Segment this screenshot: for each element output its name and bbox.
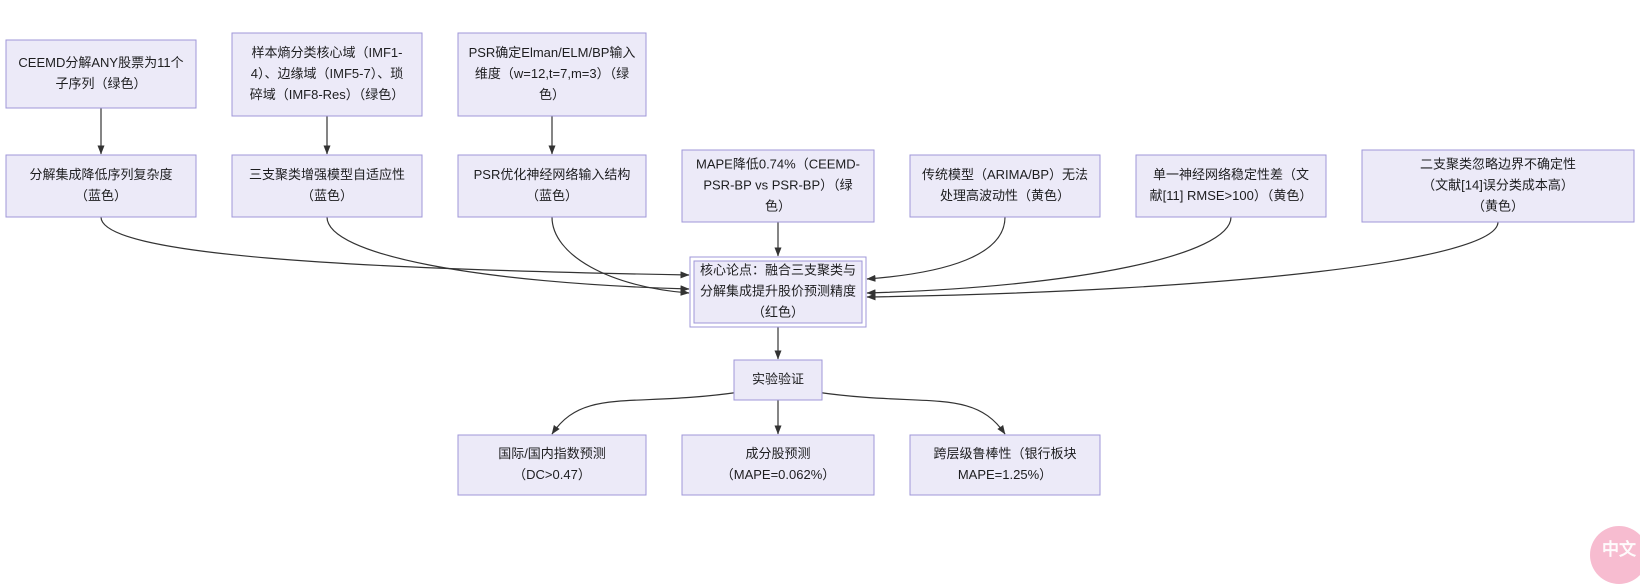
core-node-box[interactable] (693, 260, 863, 324)
flow-node[interactable]: 样本熵分类核心域（IMF1- 4）、边缘域（IMF5-7）、琐碎域（IMF8-Re… (231, 32, 423, 117)
flow-node[interactable]: 分解集成降低序列复杂度 （蓝色） (5, 154, 197, 218)
e-decomp-core (100, 216, 690, 279)
node-label-line: PSR-BP vs PSR-BP）（绿 (703, 177, 852, 192)
flow-node[interactable]: 单一神经网络稳定性差（文献[11] RMSE>100）（黄色） (1135, 154, 1327, 218)
node-label-line: 分解集成提升股价预测精度 (700, 283, 856, 298)
node-box[interactable] (231, 154, 423, 218)
node-label-line: 分解集成降低序列复杂度 (29, 167, 172, 182)
flow-node[interactable]: 实验验证 (733, 359, 823, 401)
node-label-line: 实验验证 (752, 371, 804, 386)
node-box[interactable] (681, 149, 875, 223)
node-label-line: 献[11] RMSE>100）（黄色） (1150, 188, 1313, 203)
node-box[interactable] (909, 154, 1101, 218)
node-label-line: （蓝色） (301, 188, 353, 203)
node-label-line: （红色） (752, 304, 804, 319)
node-label-line: 二支聚类忽略边界不确定性 (1420, 156, 1576, 171)
node-box[interactable] (457, 32, 647, 117)
node-box[interactable] (231, 32, 423, 117)
node-label-line: 色） (539, 87, 565, 102)
e-twoway-core (866, 221, 1499, 301)
node-box[interactable] (1361, 149, 1635, 223)
node-label-line: 国际/国内指数预测 (498, 446, 606, 461)
node-label-line: 跨层级鲁棒性（银行板块 (933, 446, 1076, 461)
node-label-line: 维度（w=12,t=7,m=3）（绿 (475, 66, 629, 81)
node-box[interactable] (5, 39, 197, 109)
node-box[interactable] (733, 359, 823, 401)
flow-node[interactable]: 跨层级鲁棒性（银行板块 MAPE=1.25%） (909, 434, 1101, 496)
node-box[interactable] (457, 434, 647, 496)
node-label-line: （MAPE=0.062%） (721, 467, 836, 482)
flow-node[interactable]: 成分股预测 （MAPE=0.062%） (681, 434, 875, 496)
core-node-outer-border (689, 256, 867, 328)
node-label-line: 样本熵分类核心域（IMF1- (252, 45, 403, 60)
node-label-line: （DC>0.47） (513, 467, 591, 482)
node-label-line: MAPE=1.25%） (958, 467, 1052, 482)
node-label-line: 传统模型（ARIMA/BP）无法 (922, 167, 1088, 182)
node-label-line: 单一神经网络稳定性差（文 (1153, 167, 1309, 182)
node-label-line: PSR确定Elman/ELM/BP输入 (469, 45, 636, 60)
node-label-line: （文献[14]误分类成本高） (1422, 177, 1574, 192)
node-label-line: 4）、边缘域（IMF5-7）、琐 (251, 66, 403, 81)
node-label-line: MAPE降低0.74%（CEEMD- (696, 156, 860, 171)
flow-node[interactable]: MAPE降低0.74%（CEEMD- PSR-BP vs PSR-BP）（绿色） (681, 149, 875, 223)
node-box[interactable] (5, 154, 197, 218)
e-validation-index (551, 391, 741, 435)
node-label-line: 核心论点：融合三支聚类与 (700, 262, 856, 277)
node-label-line: 处理高波动性（黄色） (940, 188, 1070, 203)
e-arima-core (866, 216, 1006, 282)
node-box[interactable] (457, 154, 647, 218)
flow-node[interactable]: 国际/国内指数预测 （DC>0.47） (457, 434, 647, 496)
node-label-line: 碎域（IMF8-Res）（绿色） (250, 87, 405, 102)
node-label-line: （蓝色） (526, 188, 578, 203)
e-validation-robust (815, 391, 1006, 435)
watermark-label: 中文 (1602, 540, 1636, 559)
flow-node[interactable]: PSR优化神经网络输入结构 （蓝色） (457, 154, 647, 218)
node-label-line: 子序列（绿色） (55, 76, 146, 91)
node-label-line: PSR优化神经网络输入结构 (474, 167, 631, 182)
node-label-line: （黄色） (1472, 198, 1524, 213)
e-psropt-core (551, 216, 690, 296)
node-box[interactable] (909, 434, 1101, 496)
node-label-line: 三支聚类增强模型自适应性 (249, 167, 405, 182)
node-label-line: 成分股预测 (745, 446, 810, 461)
e-threeway-core (326, 216, 690, 293)
node-label-line: CEEMD分解ANY股票为11个 (18, 55, 183, 70)
edges-layer (97, 108, 1499, 435)
node-box[interactable] (681, 434, 875, 496)
node-box[interactable] (1135, 154, 1327, 218)
node-label-line: 色） (765, 198, 791, 213)
node-label-line: （蓝色） (75, 188, 127, 203)
flow-node[interactable]: 二支聚类忽略边界不确定性 （文献[14]误分类成本高） （黄色） (1361, 149, 1635, 223)
e-singlenn-core (866, 216, 1232, 297)
flow-node[interactable]: 三支聚类增强模型自适应性 （蓝色） (231, 154, 423, 218)
